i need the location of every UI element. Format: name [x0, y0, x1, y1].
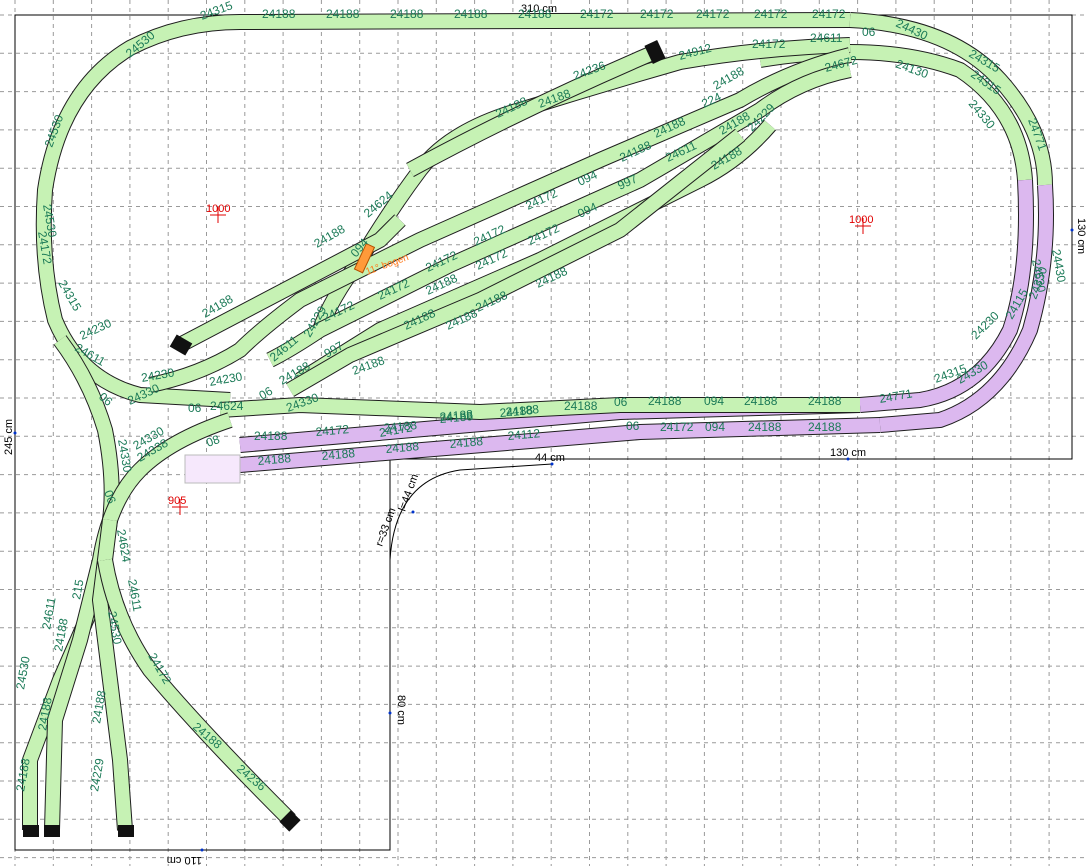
track-part-number: 24430 [1049, 248, 1069, 284]
track-middle-2 [266, 63, 852, 367]
height-label-3: 905 [168, 495, 186, 507]
track-part-number: 24188 [13, 757, 33, 793]
track-part-number: 24611 [39, 596, 58, 631]
track-stub [184, 454, 241, 484]
track-inner-right-purple [859, 179, 1033, 412]
dim-curve-length: l=44 cm [397, 472, 422, 513]
track-part-number: 24611 [125, 578, 144, 613]
track-part-number: 06 [626, 419, 640, 433]
track-part-number: 24172 [378, 420, 414, 440]
track-lower-left-4 [98, 558, 295, 825]
track-part-number: 24188 [518, 7, 552, 21]
track-part-number: 24230 [77, 316, 113, 343]
track-part-number: 24188 [564, 399, 598, 413]
dim-right-bottom-width: 130 cm [830, 447, 866, 459]
track-part-number: 24188 [321, 446, 356, 463]
track-part-number: 24230 [140, 365, 176, 385]
track-lower-purple-1 [239, 418, 881, 472]
dim-left-height: 245 cm [3, 419, 15, 455]
inner-curve-line [389, 463, 553, 561]
track-top-siding [406, 45, 658, 177]
height-markers: 1000 1000 905 [168, 203, 873, 515]
track-part-number: 06 [101, 488, 119, 506]
track-part-number: 24330 [115, 438, 135, 474]
track-part-number: 24172 [696, 7, 730, 21]
track-left-siding [176, 215, 405, 352]
track-part-number: 06 [257, 384, 276, 403]
track-part-number: 06 [862, 25, 876, 39]
track-part-number: 24188 [744, 394, 778, 408]
height-label-2: 1000 [849, 214, 873, 226]
track-part-number: 24172 [660, 420, 694, 434]
track-right-curve-top [849, 13, 1052, 186]
height-label-1: 1000 [206, 203, 230, 215]
track-part-number: 24188 [35, 696, 55, 732]
track-part-number: 24188 [89, 689, 109, 725]
track-part-number: 24188 [312, 222, 348, 251]
track-part-number: 094 [705, 420, 725, 434]
track-part-number: 24172 [580, 7, 614, 21]
track-part-number: 24530 [40, 203, 60, 239]
track-part-number: 24188 [383, 418, 418, 435]
buffer-stops [23, 39, 666, 837]
track-middle-1 [148, 48, 852, 392]
bogen-marker [353, 242, 376, 274]
dim-inner-vertical: 80 cm [395, 695, 407, 725]
track-part-number: 24229 [87, 757, 107, 793]
track-part-number: 24230 [208, 369, 244, 389]
track-part-number: 24188 [254, 429, 288, 443]
track-part-number: 24172 [752, 37, 786, 51]
track-middle-4 [286, 129, 745, 397]
track-part-number: 24188 [390, 7, 424, 21]
dim-bottom-width: 110 cm [167, 854, 202, 866]
track-part-number: 24188 [748, 420, 782, 434]
track-part-number: 24188 [454, 7, 488, 21]
track-part-number: 24188 [51, 617, 71, 653]
track-right-curve-purple [879, 184, 1053, 432]
track-part-number: 24112 [507, 426, 541, 443]
track-part-number: 24188 [499, 403, 534, 420]
track-part-number: 24188 [808, 394, 842, 408]
track-part-number: 08 [204, 432, 222, 450]
track-part-number: 24188 [439, 407, 474, 424]
track-part-number: 24530 [105, 610, 125, 646]
track-part-number: 24172 [812, 7, 846, 21]
track-part-number: 24624 [114, 528, 134, 564]
dim-top-width: 310 cm [521, 3, 557, 15]
track-part-number: 094 [704, 394, 724, 408]
track-part-number: 06 [188, 401, 202, 415]
track-part-number: 24188 [711, 64, 747, 93]
track-part-number: 24611 [810, 31, 843, 45]
track-part-number: 24188 [257, 451, 292, 468]
track-part-number: 24172 [754, 7, 788, 21]
track-lower-green [219, 398, 860, 419]
track-part-number: 24430 [894, 16, 930, 43]
dim-right-height: 130 cm [1075, 218, 1086, 254]
track-part-number: 24771 [878, 386, 914, 406]
dim-inner-horizontal: 44 cm [535, 452, 565, 464]
track-layout [22, 12, 1054, 831]
track-part-number: 24172 [315, 422, 350, 439]
track-part-number: 215 [69, 578, 86, 600]
track-part-number: 24188 [449, 434, 484, 451]
track-part-number: 06 [614, 395, 628, 409]
track-part-number: 24188 [808, 420, 842, 434]
track-part-number: 24188 [262, 7, 296, 21]
track-part-number: 24188 [505, 402, 540, 419]
track-part-number: 24172 [35, 230, 55, 266]
track-part-number: 24530 [1029, 258, 1049, 294]
track-part-number: 24624 [210, 399, 244, 413]
track-part-number: 24188 [385, 439, 420, 456]
track-part-number: 24188 [326, 7, 360, 21]
track-part-number: 24172 [640, 7, 674, 21]
track-part-number: 24188 [648, 394, 682, 408]
track-part-number: 24530 [13, 655, 33, 691]
track-part-number: 24230 [968, 308, 1002, 342]
track-part-number: 24188 [439, 409, 474, 426]
